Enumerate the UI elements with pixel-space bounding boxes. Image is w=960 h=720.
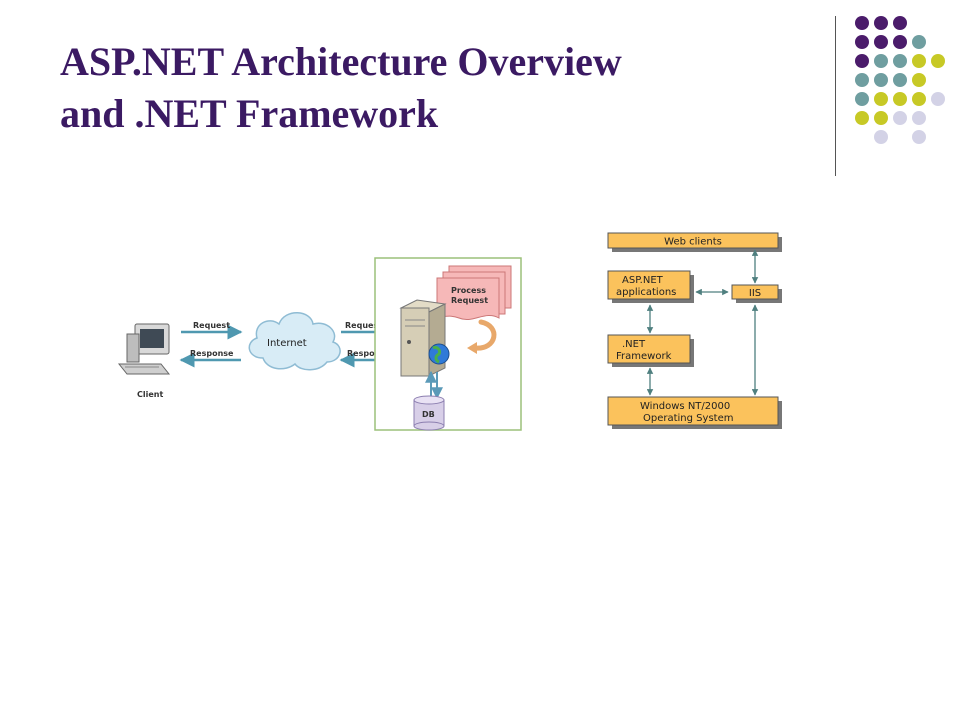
decorative-dot-grid (845, 10, 945, 160)
db-label: DB (422, 410, 435, 419)
server-icon (399, 299, 447, 377)
title-divider-line (835, 16, 836, 176)
process-curved-arrow (472, 319, 497, 351)
dotnet-label-line1: .NET (622, 339, 646, 350)
request-label-2: Request (345, 321, 382, 330)
dotnet-label-line2: Framework (616, 351, 672, 362)
internet-cloud-icon (248, 312, 341, 371)
web-clients-label: Web clients (664, 237, 722, 248)
process-label-line2: Request (451, 296, 488, 305)
slide-title: ASP.NET Architecture Overview and .NET F… (60, 36, 820, 140)
process-request-documents (436, 265, 512, 320)
client-computer-icon (117, 323, 171, 375)
title-line-1: ASP.NET Architecture Overview (60, 39, 622, 84)
aspnet-applications-box (607, 270, 694, 303)
client-label: Client (137, 390, 163, 399)
internet-label: Internet (267, 338, 307, 349)
request-label-1: Request (193, 321, 230, 330)
web-clients-box (607, 232, 782, 252)
iis-label: IIS (749, 288, 761, 299)
request-flow-diagram: Client Request Response Internet Request… (117, 257, 522, 431)
globe-icon (428, 343, 450, 365)
dotnet-framework-box (607, 334, 694, 367)
iis-box (731, 284, 782, 303)
database-icon (413, 395, 445, 431)
aspnet-label-line2: applications (616, 287, 676, 298)
title-line-2: and .NET Framework (60, 91, 439, 136)
os-label-line2: Operating System (643, 413, 733, 424)
response-label-2: Response (347, 349, 391, 358)
dotnet-architecture-diagram: Web clients ASP.NET applications IIS .NE… (607, 232, 782, 429)
process-label-line1: Process (451, 286, 486, 295)
operating-system-box (607, 396, 782, 429)
response-label-1: Response (190, 349, 234, 358)
curved-arrow-head (467, 342, 477, 354)
os-label-line1: Windows NT/2000 (640, 401, 730, 412)
aspnet-label-line1: ASP.NET (622, 275, 664, 286)
